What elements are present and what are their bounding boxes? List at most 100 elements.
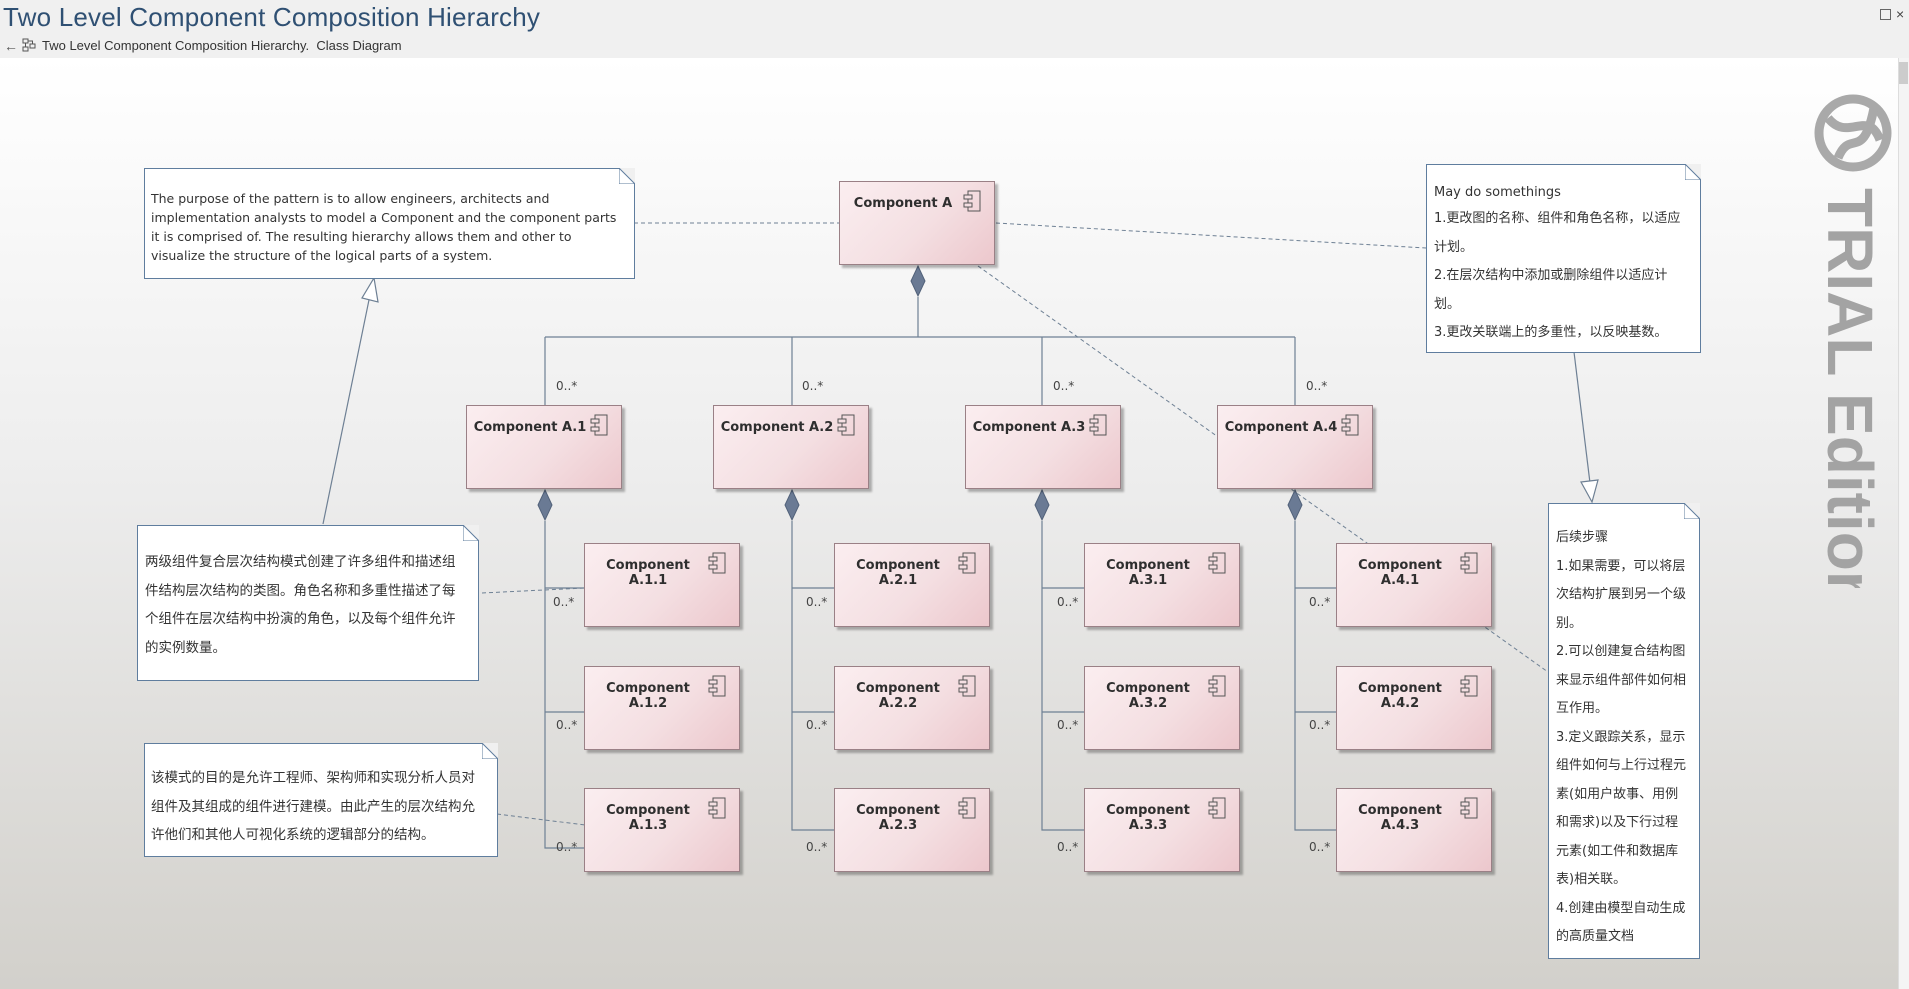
multiplicity-label: 0..*: [1306, 379, 1328, 393]
component-icon: [1460, 552, 1478, 574]
multiplicity-label: 0..*: [556, 840, 578, 854]
note-text: 该模式的目的是允许工程师、架构师和实现分析人员对组件及其组成的组件进行建模。由此…: [151, 770, 475, 843]
component-name: Component A.4.2: [1358, 681, 1442, 711]
component-name: Component A.2.3: [856, 803, 940, 833]
component-icon: [590, 414, 608, 436]
note-link-purpose-cn: [496, 813, 586, 826]
note-next-steps[interactable]: 后续步骤 1.如果需要，可以将层次结构扩展到另一个级别。 2.可以创建复合结构图…: [1548, 503, 1700, 959]
trial-edition-watermark: TRIAL Edition: [1814, 94, 1892, 588]
component-a3[interactable]: Component A.3: [965, 405, 1121, 489]
note-may-do[interactable]: May do somethings 1.更改图的名称、组件和角色名称，以适应计划…: [1426, 164, 1701, 353]
component-a3-2[interactable]: Component A.3.2: [1084, 666, 1240, 750]
composition-connector-a4: [1294, 521, 1336, 831]
realization-line-right: [1573, 351, 1591, 484]
note-item: 2.在层次结构中添加或删除组件以适应计划。: [1434, 268, 1668, 312]
note-text: The purpose of the pattern is to allow e…: [151, 191, 617, 263]
multiplicity-label: 0..*: [806, 718, 828, 732]
composition-diamond-a1: [537, 488, 553, 522]
multiplicity-label: 0..*: [802, 379, 824, 393]
component-a3-1[interactable]: Component A.3.1: [1084, 543, 1240, 627]
component-icon: [1460, 675, 1478, 697]
component-a2[interactable]: Component A.2: [713, 405, 869, 489]
component-icon: [1341, 414, 1359, 436]
watermark-text: TRIAL Edition: [1814, 188, 1886, 588]
restore-window-icon[interactable]: [1880, 9, 1891, 20]
realization-line-left: [322, 294, 371, 525]
component-a1-2[interactable]: Component A.1.2: [584, 666, 740, 750]
back-arrow-icon[interactable]: ←: [4, 38, 18, 54]
note-item: 2.可以创建复合结构图来显示组件部件如何相互作用。: [1556, 644, 1687, 716]
component-a1-3[interactable]: Component A.1.3: [584, 788, 740, 872]
component-a[interactable]: Component A: [839, 181, 995, 265]
component-icon: [1208, 675, 1226, 697]
component-icon: [837, 414, 855, 436]
component-icon: [958, 675, 976, 697]
multiplicity-label: 0..*: [1057, 718, 1079, 732]
note-item: 4.创建由模型自动生成的高质量文档: [1556, 900, 1686, 945]
component-name: Component A.2.2: [856, 681, 940, 711]
composition-connector-top: [544, 297, 1296, 405]
component-icon: [708, 552, 726, 574]
component-a4[interactable]: Component A.4: [1217, 405, 1373, 489]
composition-diamond-root: [910, 264, 926, 298]
component-a4-3[interactable]: Component A.4.3: [1336, 788, 1492, 872]
multiplicity-label: 0..*: [1057, 840, 1079, 854]
component-name: Component A.4.1: [1358, 558, 1442, 588]
note-desc-cn[interactable]: 两级组件复合层次结构模式创建了许多组件和描述组件结构层次结构的类图。角色名称和多…: [137, 525, 479, 681]
composition-diamond-a2: [784, 488, 800, 522]
note-corner-fold: [1685, 164, 1701, 180]
component-icon: [958, 797, 976, 819]
note-title: May do somethings: [1434, 185, 1561, 200]
multiplicity-label: 0..*: [556, 718, 578, 732]
multiplicity-label: 0..*: [556, 379, 578, 393]
multiplicity-label: 0..*: [806, 595, 828, 609]
diagram-title: Two Level Component Composition Hierarch…: [3, 2, 541, 32]
component-a2-3[interactable]: Component A.2.3: [834, 788, 990, 872]
component-icon: [1460, 797, 1478, 819]
vertical-scrollbar[interactable]: [1898, 58, 1909, 989]
composition-diamond-a3: [1034, 488, 1050, 522]
composition-diamond-a4: [1287, 488, 1303, 522]
component-name: Component A.2.1: [856, 558, 940, 588]
note-item: 3.定义跟踪关系，显示组件如何与上行过程元素(如用户故事、用例和需求)以及下行过…: [1556, 729, 1687, 888]
close-icon[interactable]: ×: [1896, 6, 1905, 22]
component-a2-1[interactable]: Component A.2.1: [834, 543, 990, 627]
component-a1[interactable]: Component A.1: [466, 405, 622, 489]
realization-arrowhead-left: [361, 276, 379, 303]
component-name: Component A.3.2: [1106, 681, 1190, 711]
composition-connector-a1: [544, 521, 585, 849]
realization-arrowhead-right: [1580, 479, 1599, 504]
composition-connector-a3: [1041, 521, 1084, 831]
scrollbar-thumb[interactable]: [1899, 62, 1908, 84]
note-purpose-cn[interactable]: 该模式的目的是允许工程师、架构师和实现分析人员对组件及其组成的组件进行建模。由此…: [144, 743, 498, 857]
title-bar: Two Level Component Composition Hierarch…: [0, 0, 1909, 58]
component-a4-2[interactable]: Component A.4.2: [1336, 666, 1492, 750]
component-icon: [708, 797, 726, 819]
multiplicity-label: 0..*: [1053, 379, 1075, 393]
component-name: Component A.4: [1224, 420, 1338, 435]
component-a2-2[interactable]: Component A.2.2: [834, 666, 990, 750]
multiplicity-label: 0..*: [1309, 718, 1331, 732]
component-icon: [1208, 552, 1226, 574]
breadcrumb[interactable]: Two Level Component Composition Hierarch…: [42, 38, 402, 53]
note-purpose-en[interactable]: The purpose of the pattern is to allow e…: [144, 168, 635, 279]
note-corner-fold: [463, 525, 479, 541]
note-title: 后续步骤: [1556, 530, 1609, 545]
component-name: Component A.1.3: [606, 803, 690, 833]
note-link-desc-cn: [481, 587, 586, 594]
component-name: Component A.2: [720, 420, 834, 435]
note-corner-fold: [619, 168, 635, 184]
component-name: Component A.3.1: [1106, 558, 1190, 588]
component-name: Component A.4.3: [1358, 803, 1442, 833]
component-name: Component A.3.3: [1106, 803, 1190, 833]
multiplicity-label: 0..*: [1309, 840, 1331, 854]
component-icon: [708, 675, 726, 697]
component-a4-1[interactable]: Component A.4.1: [1336, 543, 1492, 627]
multiplicity-label: 0..*: [1057, 595, 1079, 609]
component-a1-1[interactable]: Component A.1.1: [584, 543, 740, 627]
note-corner-fold: [1684, 503, 1700, 519]
class-diagram-icon: [22, 38, 36, 57]
component-icon: [1089, 414, 1107, 436]
component-name: Component A: [853, 196, 953, 211]
component-a3-3[interactable]: Component A.3.3: [1084, 788, 1240, 872]
